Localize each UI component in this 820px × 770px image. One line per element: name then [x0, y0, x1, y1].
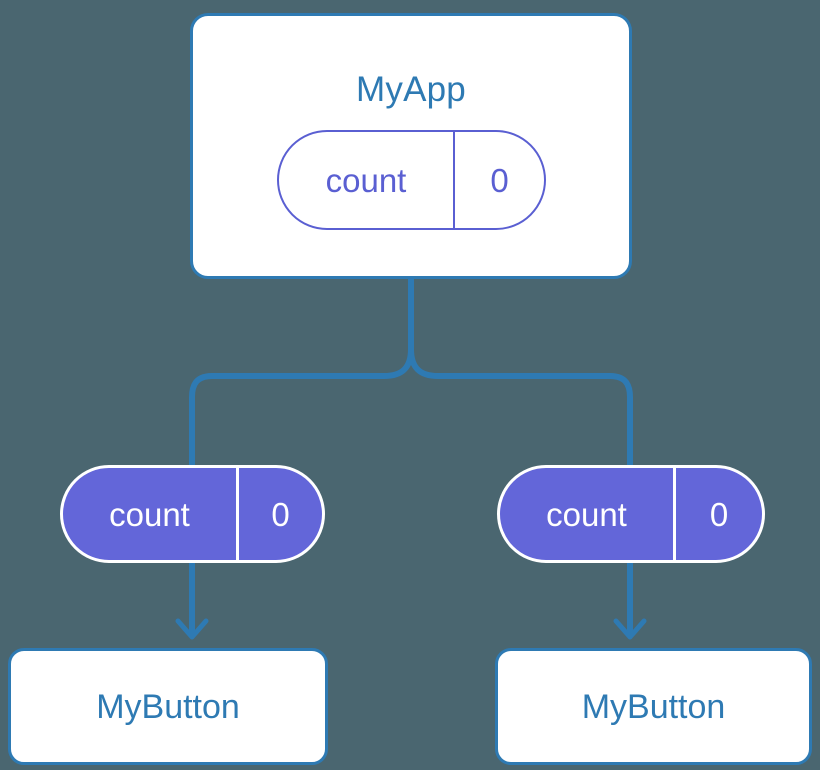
state-flow-left-branch	[189, 346, 414, 635]
component-name-mybutton-left: MyButton	[96, 687, 240, 726]
state-key-root: count	[279, 132, 455, 228]
state-value-root: 0	[490, 161, 509, 199]
state-value-child-left: 0	[271, 495, 290, 533]
state-pill-child-right[interactable]: count 0	[497, 465, 765, 563]
state-flow-right-branch	[408, 346, 633, 635]
state-key-child-left: count	[63, 468, 239, 560]
state-key-child-right: count	[500, 468, 676, 560]
component-card-mybutton-right[interactable]: MyButton	[495, 648, 812, 765]
props-arrow-right-head	[613, 618, 647, 640]
state-value-child-right: 0	[709, 495, 729, 533]
component-name-mybutton-right: MyButton	[581, 687, 726, 726]
props-arrow-left-head	[175, 618, 209, 640]
component-name-myapp: MyApp	[356, 70, 466, 109]
state-pill-child-left[interactable]: count 0	[60, 465, 325, 563]
component-card-mybutton-left[interactable]: MyButton	[8, 648, 328, 765]
state-pill-root[interactable]: count 0	[277, 130, 546, 230]
